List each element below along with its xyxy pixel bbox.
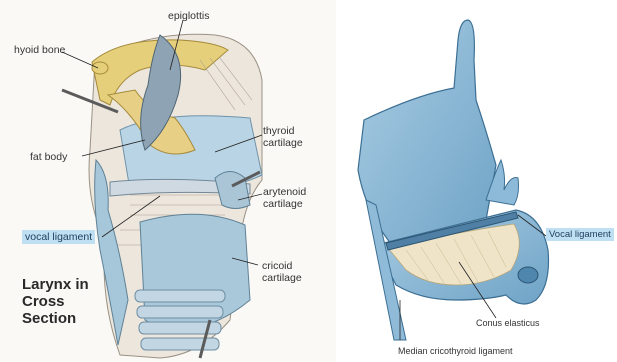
label-thyroid-cartilage: thyroid cartilage	[263, 125, 303, 149]
title-line-3: Section	[22, 310, 132, 327]
label-median-cricothyroid-ligament: Median cricothyroid ligament	[398, 346, 513, 356]
label-vocal-ligament: vocal ligament	[22, 230, 95, 244]
label-cricoid-cartilage: cricoid cartilage	[262, 260, 302, 284]
label-epiglottis: epiglottis	[168, 10, 209, 22]
label-hyoid-bone: hyoid bone	[14, 44, 65, 56]
right-diagram-panel: Vocal ligament Conus elasticus Median cr…	[336, 0, 617, 362]
left-illustration-panel: epiglottis hyoid bone thyroid cartilage …	[0, 0, 336, 362]
label-vocal-ligament-right: Vocal ligament	[546, 228, 614, 241]
label-conus-elasticus: Conus elasticus	[476, 318, 540, 328]
title-line-2: Cross	[22, 293, 132, 310]
label-fat-body: fat body	[30, 151, 67, 163]
vocal-ligament-diagram	[336, 0, 617, 362]
title-line-1: Larynx in	[22, 276, 132, 293]
panel-title: Larynx in Cross Section	[22, 276, 132, 327]
label-arytenoid-cartilage: arytenoid cartilage	[263, 186, 306, 210]
